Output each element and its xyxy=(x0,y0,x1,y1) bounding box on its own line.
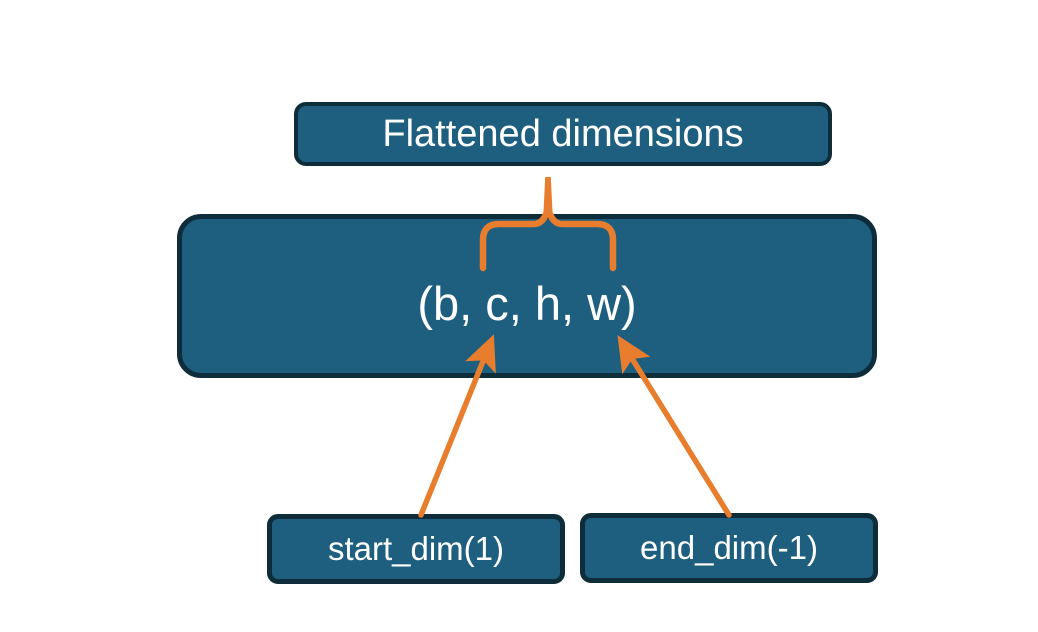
flattened-dimensions-box: Flattened dimensions xyxy=(294,102,832,166)
start-dim-label: start_dim(1) xyxy=(327,530,505,567)
flattened-dimensions-label: Flattened dimensions xyxy=(382,112,744,155)
end-dim-label: end_dim(-1) xyxy=(640,529,818,566)
brace-stem xyxy=(543,177,553,212)
start-dim-box: start_dim(1) xyxy=(267,514,565,584)
end-dim-box: end_dim(-1) xyxy=(580,513,878,583)
tensor-shape-box: (b, c, h, w) xyxy=(177,214,877,378)
tensor-shape-label: (b, c, h, w) xyxy=(417,276,637,330)
